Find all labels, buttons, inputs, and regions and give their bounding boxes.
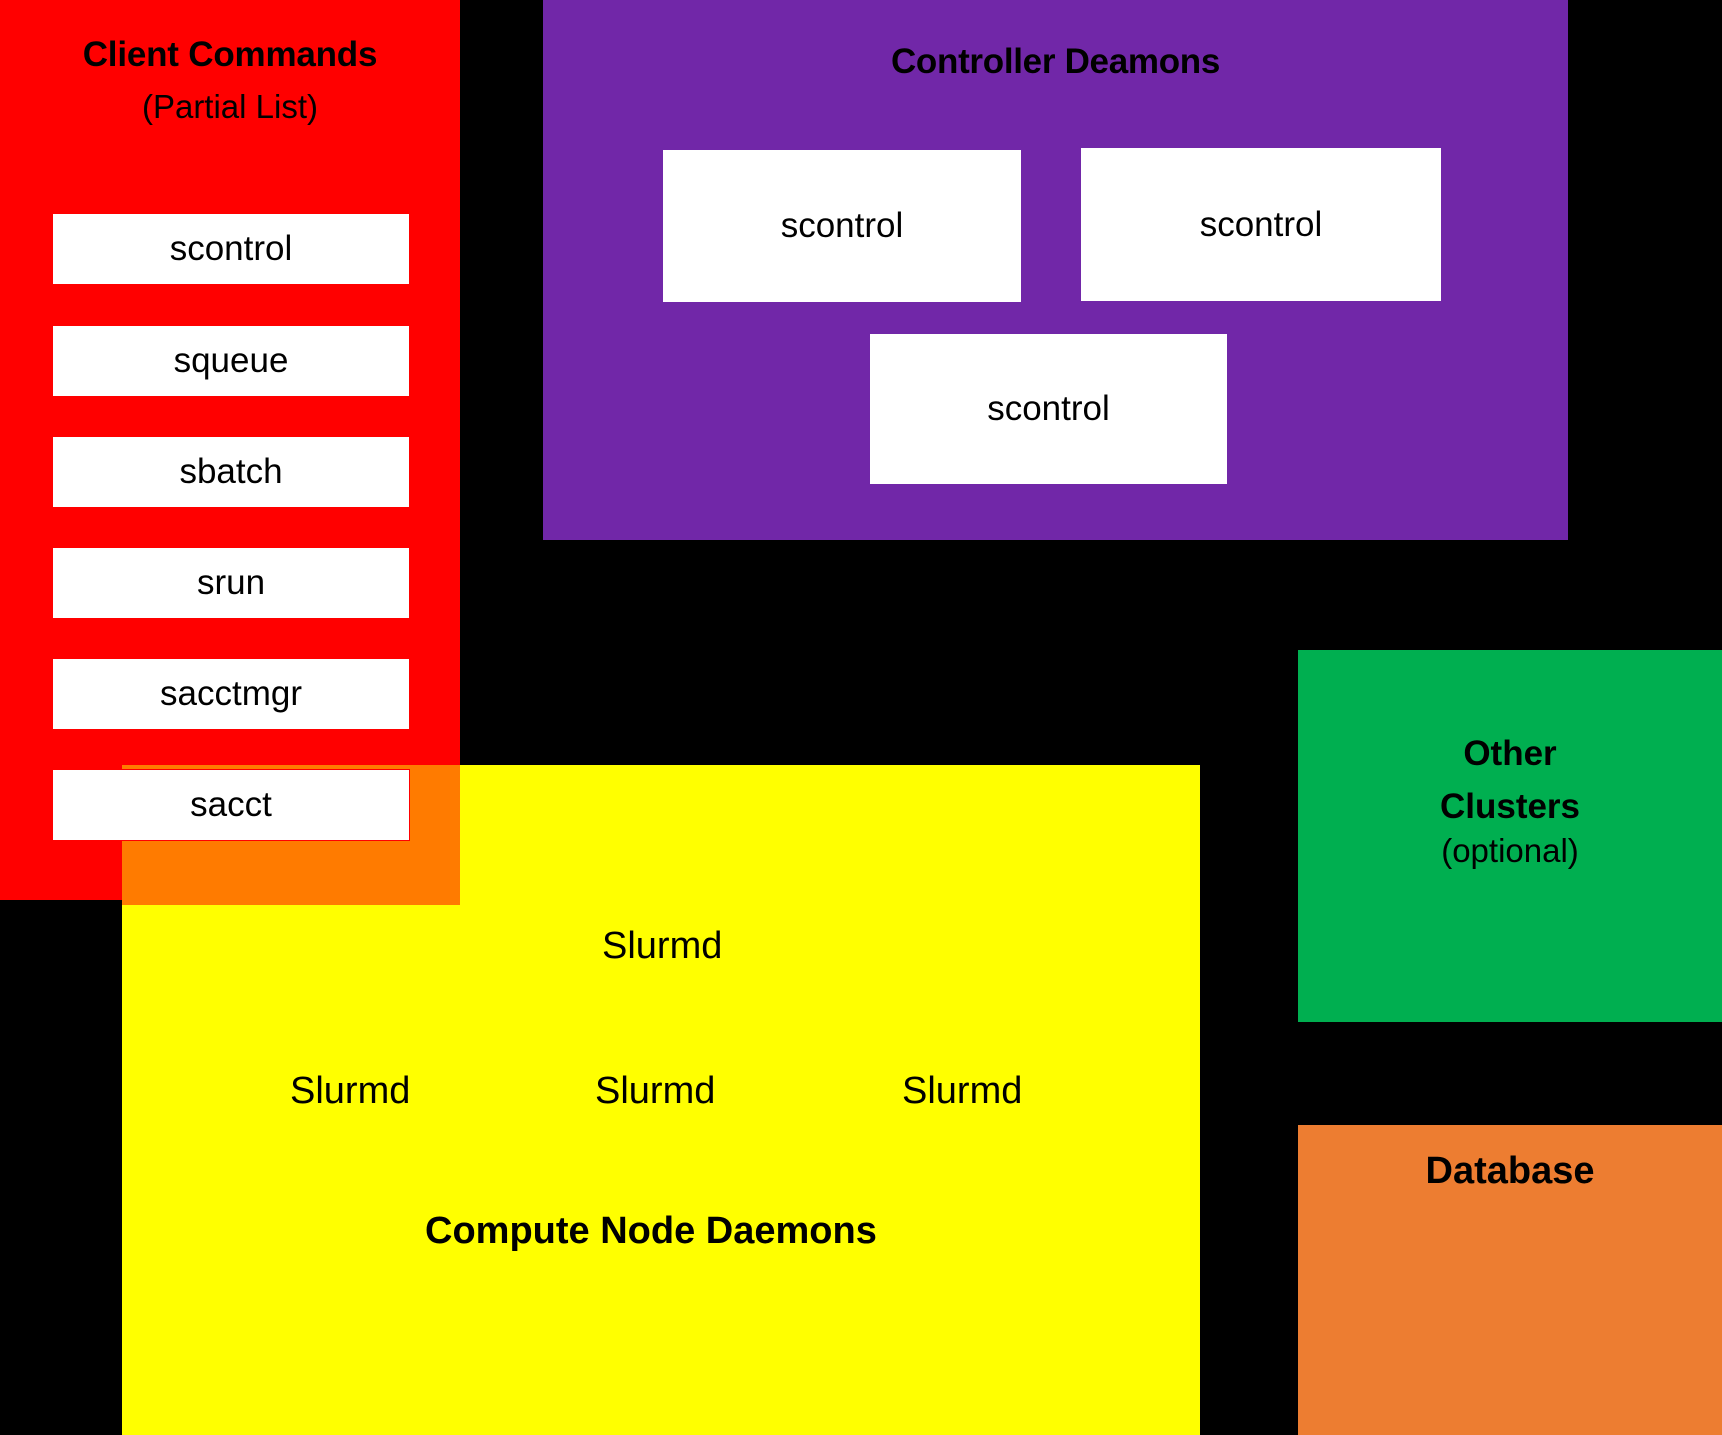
- controller-daemons-panel: Controller Deamons scontrol scontrol sco…: [543, 0, 1568, 540]
- other-clusters-panel: Other Clusters (optional): [1298, 650, 1722, 1022]
- controller-daemon-box-1[interactable]: scontrol: [663, 150, 1021, 302]
- other-clusters-title: Other Clusters: [1298, 728, 1722, 833]
- controller-daemons-title: Controller Deamons: [890, 42, 1221, 81]
- client-commands-title: Client Commands: [82, 35, 378, 74]
- slurmd-label-1: Slurmd: [602, 925, 723, 967]
- other-clusters-title-line2: Clusters: [1439, 786, 1581, 826]
- slurmd-label-2: Slurmd: [290, 1070, 411, 1112]
- client-command-scontrol[interactable]: scontrol: [52, 213, 410, 285]
- client-command-sbatch[interactable]: sbatch: [52, 436, 410, 508]
- client-command-sacct[interactable]: sacct: [52, 769, 410, 841]
- slurmd-label-4: Slurmd: [902, 1070, 1023, 1112]
- client-command-srun[interactable]: srun: [52, 547, 410, 619]
- controller-daemon-box-2[interactable]: scontrol: [1081, 148, 1441, 301]
- compute-node-daemons-title: Compute Node Daemons: [425, 1210, 877, 1252]
- client-commands-subtitle: (Partial List): [141, 88, 319, 125]
- client-command-sacctmgr[interactable]: sacctmgr: [52, 658, 410, 730]
- database-title: Database: [1425, 1150, 1595, 1192]
- controller-daemon-box-3[interactable]: scontrol: [870, 334, 1227, 484]
- other-clusters-subtitle: (optional): [1441, 832, 1579, 869]
- client-command-squeue[interactable]: squeue: [52, 325, 410, 397]
- database-panel: Database: [1298, 1125, 1722, 1435]
- slurmd-label-3: Slurmd: [595, 1070, 716, 1112]
- other-clusters-title-line1: Other: [1463, 734, 1557, 773]
